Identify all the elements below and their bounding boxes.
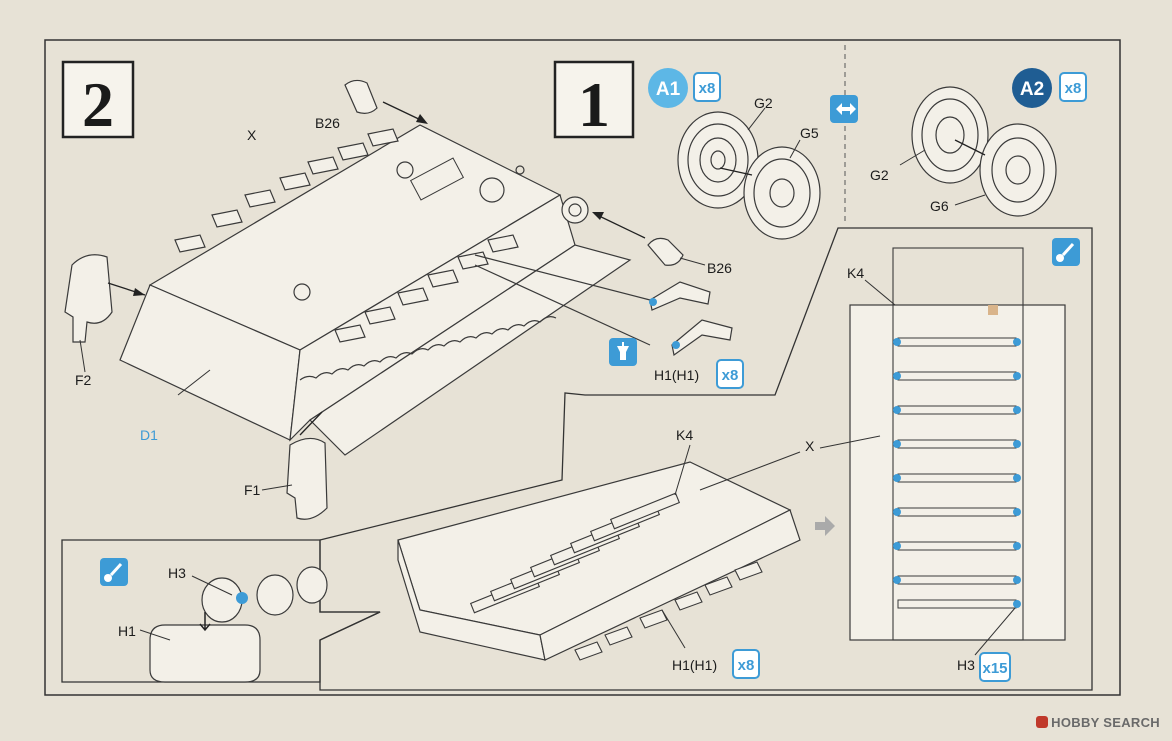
label-f2: F2 xyxy=(75,372,92,388)
glue-icon xyxy=(1052,238,1080,266)
badge-h1-qty-lower: x8 xyxy=(732,649,760,679)
part-b26-right xyxy=(592,212,706,266)
part-h1-upper xyxy=(474,254,733,357)
badge-a1-qty: x8 xyxy=(693,72,721,102)
badge-a1-qty-label: x8 xyxy=(699,80,716,97)
label-h3-side: H3 xyxy=(957,657,975,673)
step1-box: 1 xyxy=(553,60,635,140)
badge-a1: A1 xyxy=(648,68,688,108)
badge-a2-label: A2 xyxy=(1020,79,1044,100)
step2-box: 2 xyxy=(61,60,135,140)
part-f1 xyxy=(261,411,328,520)
step2-number: 2 xyxy=(82,69,114,140)
badge-a1-label: A1 xyxy=(656,79,681,100)
badge-h3-qty: x15 xyxy=(979,652,1011,682)
label-g6: G6 xyxy=(930,198,949,214)
part-f2 xyxy=(64,254,146,373)
badge-h1-qty-upper: x8 xyxy=(716,359,744,389)
label-g5: G5 xyxy=(800,125,819,141)
arrow-right-icon xyxy=(815,516,835,536)
glue-icon-inset xyxy=(100,558,128,586)
label-b26-top: B26 xyxy=(315,115,340,131)
label-g2-a1: G2 xyxy=(754,95,773,111)
label-f1: F1 xyxy=(244,482,261,498)
wheel-set-a1 xyxy=(677,107,821,240)
upper-hull-assembly xyxy=(119,124,632,456)
wheel-set-a2 xyxy=(899,86,1057,217)
badge-h1-qty-upper-label: x8 xyxy=(722,367,739,384)
step1-number: 1 xyxy=(578,69,610,140)
lower-hull-assembly xyxy=(397,444,801,661)
part-b26-top xyxy=(344,79,428,124)
badge-h3-qty-label: x15 xyxy=(982,660,1007,677)
label-h3-inset: H3 xyxy=(168,565,186,581)
watermark-text: HOBBY SEARCH xyxy=(1051,715,1160,730)
cement-icon xyxy=(609,338,637,366)
label-d1: D1 xyxy=(140,427,158,443)
label-h1-upper: H1(H1) xyxy=(654,367,699,383)
label-h1-lower: H1(H1) xyxy=(672,657,717,673)
swap-icon xyxy=(830,95,858,123)
label-h1-inset: H1 xyxy=(118,623,136,639)
label-x-bottom: X xyxy=(805,438,815,454)
hobby-search-logo-icon xyxy=(1036,716,1049,728)
label-k4-bottom: K4 xyxy=(676,427,693,443)
inset-detail-box xyxy=(61,539,381,683)
label-x-upper: X xyxy=(247,127,257,143)
hull-side-view xyxy=(819,247,1066,656)
badge-h1-qty-lower-label: x8 xyxy=(738,657,755,674)
badge-a2: A2 xyxy=(1012,68,1052,108)
outer-frame xyxy=(44,39,1121,696)
label-g2-a2: G2 xyxy=(870,167,889,183)
badge-a2-qty-label: x8 xyxy=(1065,80,1082,97)
badge-a2-qty: x8 xyxy=(1059,72,1087,102)
label-b26-right: B26 xyxy=(707,260,732,276)
label-k4-side: K4 xyxy=(847,265,864,281)
inset-wheel-detail xyxy=(139,566,328,683)
watermark: HOBBY SEARCH xyxy=(1036,715,1160,730)
